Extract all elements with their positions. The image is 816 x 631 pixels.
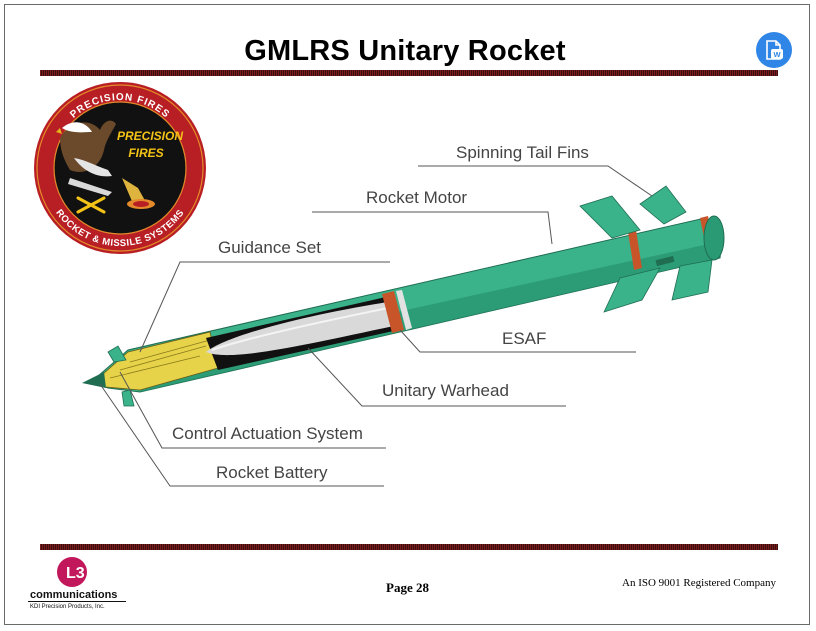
iso-note: An ISO 9001 Registered Company bbox=[622, 577, 776, 589]
title-divider bbox=[40, 70, 778, 76]
company-division: KDI Precision Products, Inc. bbox=[30, 604, 105, 610]
company-underline bbox=[28, 601, 126, 602]
word-export-icon: W bbox=[766, 40, 783, 60]
slide-title: GMLRS Unitary Rocket bbox=[244, 35, 566, 67]
export-to-word-button[interactable]: W bbox=[756, 32, 792, 68]
company-name: communications bbox=[30, 589, 118, 601]
svg-text:W: W bbox=[773, 50, 781, 59]
page-number: Page 28 bbox=[386, 580, 429, 595]
footer-divider bbox=[40, 544, 778, 550]
slide-frame: GMLRS Unitary Rocket bbox=[4, 4, 810, 625]
